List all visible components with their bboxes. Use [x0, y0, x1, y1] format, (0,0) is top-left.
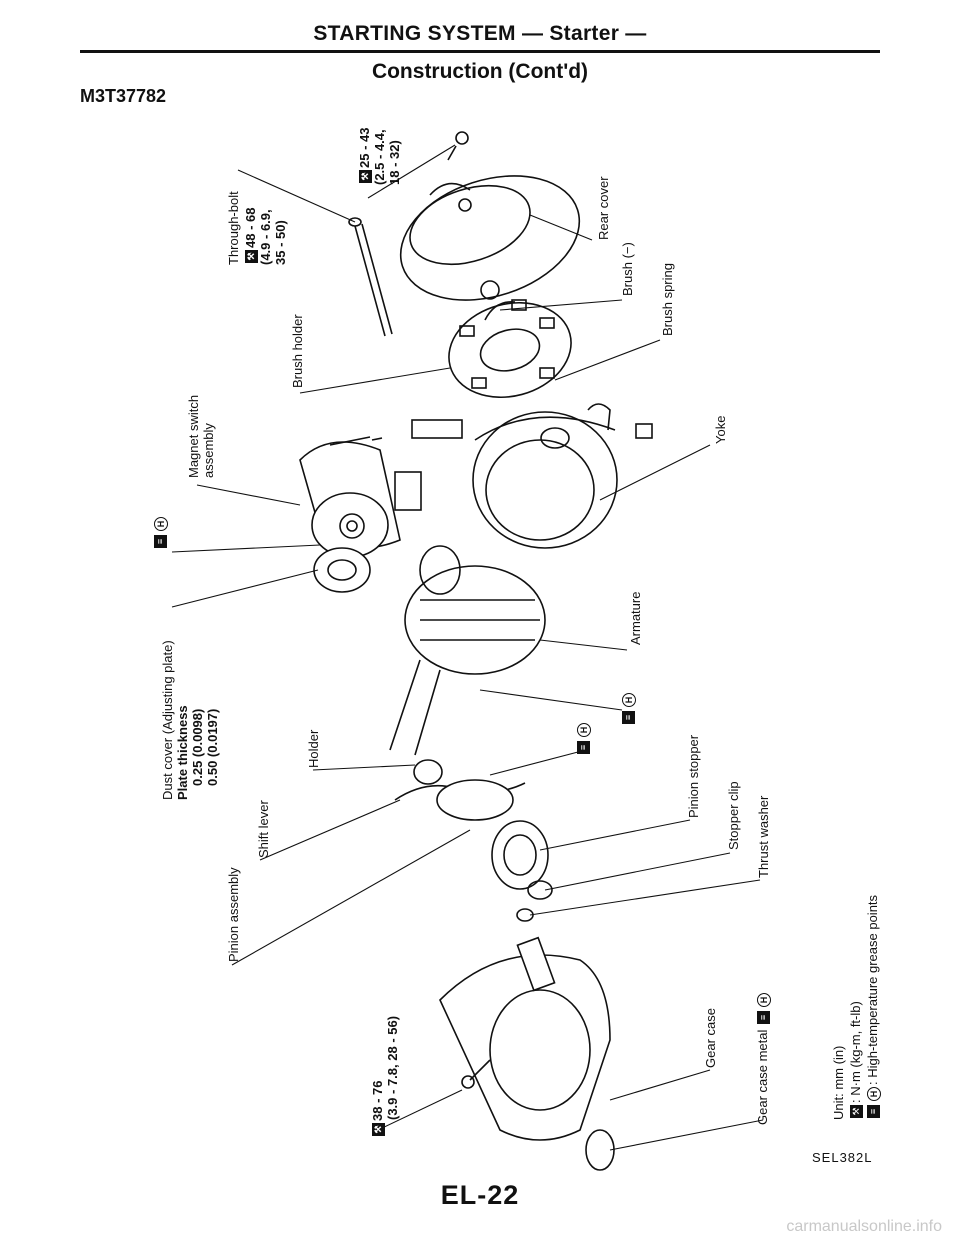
document-code: M3T37782 — [80, 86, 167, 106]
grease-point-icon: ≡ — [577, 741, 591, 754]
pinion-assembly-drawing — [491, 820, 553, 922]
through-bolt-torque: ⚒48 - 68 (4.9 - 6.9, 35 - 50) — [243, 207, 289, 265]
dust-cover-drawing — [313, 547, 371, 593]
rear-cover-drawing — [399, 175, 581, 301]
legend-unit: Unit: mm (in) — [831, 1045, 846, 1120]
through-bolt-drawing — [348, 217, 393, 337]
gear-case-torque: ⚒38 - 76 (3.9 - 7.8, 28 - 56) — [370, 1016, 400, 1138]
label-gear-case: Gear case — [703, 1008, 718, 1068]
header-rule — [80, 50, 880, 53]
torque-wrench-icon: ⚒ — [850, 1105, 864, 1118]
page-number: EL-22 — [440, 1180, 520, 1210]
label-stopper-clip: Stopper clip — [726, 781, 741, 850]
label-thrust-washer: Thrust washer — [756, 795, 771, 878]
grease-point-icon: ≡ — [757, 1011, 771, 1024]
gear-case-drawing — [439, 936, 615, 1171]
rear-bolt-drawing — [447, 131, 469, 161]
torque-wrench-icon: ⚒ — [372, 1123, 386, 1136]
label-through-bolt: Through-bolt — [226, 191, 241, 265]
grease-point-armature-1: ≡H — [575, 721, 591, 756]
grease-point-icon: ≡ — [154, 535, 168, 548]
torque-wrench-icon: ⚒ — [359, 170, 373, 183]
watermark: carmanualsonline.info — [786, 1218, 942, 1235]
leader-lines — [171, 144, 764, 1151]
label-gear-case-metal: Gear case metal ≡H — [755, 991, 771, 1125]
label-holder: Holder — [306, 729, 321, 768]
label-brush-minus: Brush (−) — [620, 242, 635, 296]
shift-lever-drawing — [394, 759, 526, 821]
label-brush-spring: Brush spring — [660, 263, 675, 336]
page-title: STARTING SYSTEM — Starter — — [313, 22, 647, 45]
label-armature: Armature — [628, 591, 643, 645]
label-rear-cover: Rear cover — [596, 176, 611, 240]
brush-holder-drawing — [448, 299, 572, 399]
yoke-drawing — [411, 403, 653, 549]
label-dust-cover: Dust cover (Adjusting plate) Plate thick… — [160, 640, 220, 800]
legend: Unit: mm (in) ⚒: N·m (kg-m, ft-lb) ≡H: H… — [830, 895, 881, 1120]
grease-point-armature-2: ≡H — [620, 691, 636, 726]
rear-cover-torque: ⚒25 - 43 (2.5 - 4.4, 18 - 32) — [357, 127, 403, 185]
armature-drawing — [389, 545, 546, 756]
legend-torque: ⚒: N·m (kg-m, ft-lb) — [847, 895, 864, 1120]
grease-point-icon: ≡ — [867, 1105, 881, 1118]
section-subtitle: Construction (Cont'd) — [371, 60, 589, 83]
label-magnet-switch: Magnet switch assembly — [186, 394, 216, 478]
grease-point-magnet: ≡H — [152, 515, 168, 550]
label-shift-lever: Shift lever — [256, 800, 271, 858]
magnet-switch-drawing — [299, 436, 422, 558]
figure-reference: SEL382L — [812, 1150, 873, 1165]
grease-point-icon: ≡ — [622, 711, 636, 724]
label-brush-holder: Brush holder — [290, 314, 305, 388]
label-pinion-stopper: Pinion stopper — [686, 734, 701, 818]
legend-grease: ≡H: High-temperature grease points — [864, 895, 881, 1120]
torque-wrench-icon: ⚒ — [245, 250, 259, 263]
label-yoke: Yoke — [713, 415, 728, 444]
label-pinion-assembly: Pinion assembly — [226, 867, 241, 962]
